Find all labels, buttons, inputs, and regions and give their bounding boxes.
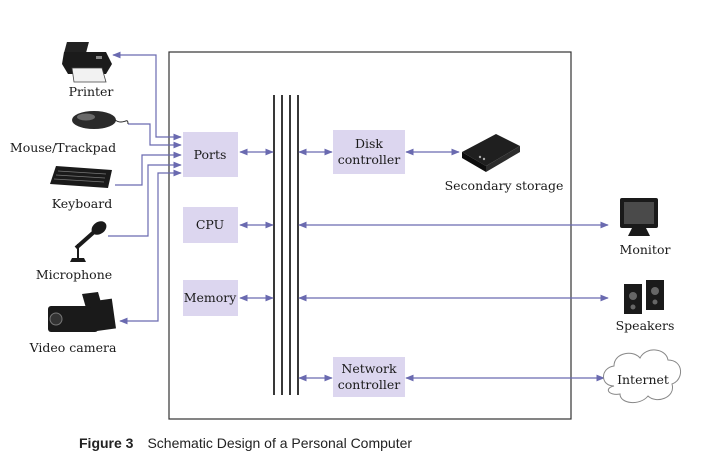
figure-title: Schematic Design of a Personal Computer	[147, 435, 412, 451]
mouse-icon	[72, 111, 129, 129]
system-bus	[273, 95, 299, 395]
monitor-icon	[620, 198, 658, 236]
printer-label: Printer	[69, 84, 114, 99]
ports-label: Ports	[194, 147, 227, 162]
disk-controller-label-line2: controller	[338, 152, 400, 167]
cpu-box: CPU	[183, 207, 238, 243]
monitor-label: Monitor	[620, 242, 671, 257]
figure-number: Figure 3	[79, 435, 134, 451]
memory-box: Memory	[183, 280, 238, 316]
external-right-arrows	[298, 148, 609, 382]
arrow-mouse-ports	[128, 123, 182, 149]
microphone-icon	[70, 221, 107, 262]
mouse-trackpad-label: Mouse/Trackpad	[10, 140, 116, 155]
disk-controller-box: Disk controller	[333, 130, 405, 174]
secondary-storage-label: Secondary storage	[445, 178, 564, 193]
network-controller-box: Network controller	[333, 357, 405, 397]
speakers-label: Speakers	[616, 318, 675, 333]
keyboard-label: Keyboard	[52, 196, 112, 211]
arrow-camera-ports	[119, 169, 182, 325]
ports-box: Ports	[183, 132, 238, 177]
internal-arrows	[239, 148, 333, 382]
video-camera-label: Video camera	[29, 340, 117, 355]
internet-cloud-icon	[603, 349, 681, 403]
network-controller-label-line1: Network	[341, 361, 397, 376]
cpu-label: CPU	[196, 217, 224, 232]
microphone-label: Microphone	[36, 267, 112, 282]
memory-label: Memory	[184, 290, 238, 305]
arrow-printer-ports	[112, 51, 182, 141]
speakers-icon	[624, 280, 664, 314]
network-controller-label-line2: controller	[338, 377, 400, 392]
figure-caption: Figure 3 Schematic Design of a Personal …	[79, 435, 412, 452]
arrow-microphone-ports	[108, 161, 182, 237]
printer-icon	[62, 42, 112, 83]
external-left-arrows	[108, 51, 182, 325]
disk-controller-label-line1: Disk	[355, 136, 383, 151]
keyboard-icon	[50, 166, 112, 188]
video-camera-icon	[48, 292, 116, 332]
secondary-storage-icon	[462, 134, 520, 172]
internet-label: Internet	[617, 372, 669, 387]
